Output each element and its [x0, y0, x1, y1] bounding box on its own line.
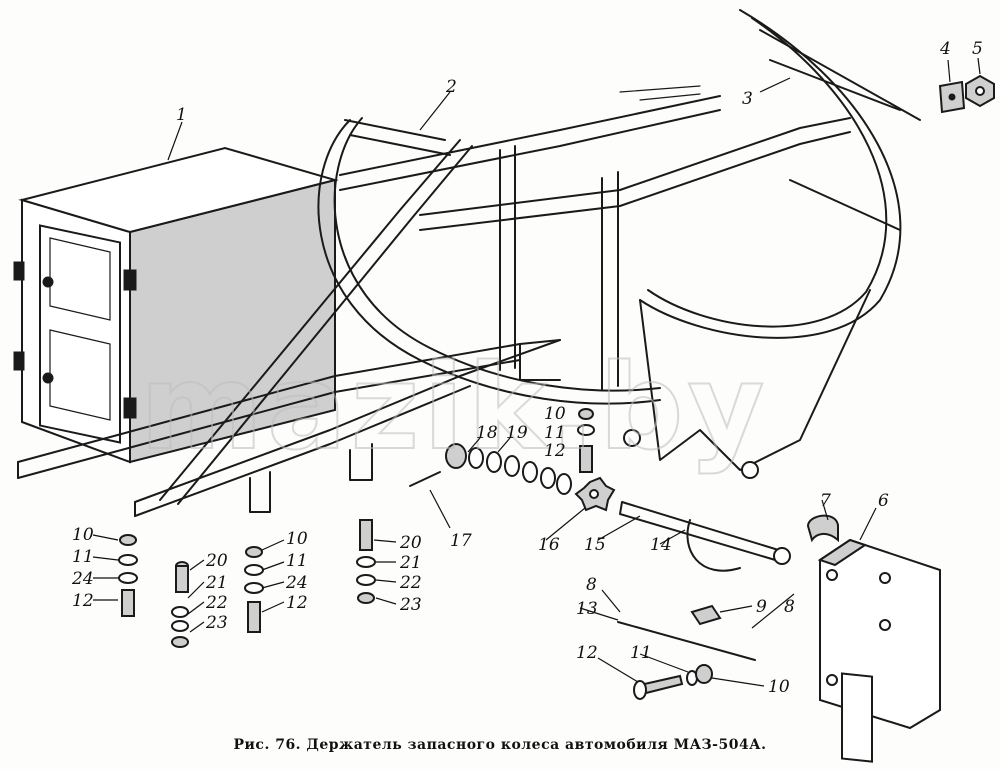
- callout-12-c: 12: [544, 441, 566, 461]
- callout-leaders: [92, 57, 981, 687]
- callout-11-a: 11: [72, 547, 94, 567]
- callout-18: 18: [476, 423, 498, 443]
- part-13-rod: [617, 621, 756, 661]
- callout-9: 9: [756, 597, 767, 617]
- bolt-stack-upper: [577, 408, 595, 473]
- part-5-nut: [965, 74, 995, 108]
- callout-4: 4: [939, 39, 951, 59]
- callout-12-b: 12: [286, 593, 308, 613]
- callout-20-b: 20: [399, 533, 422, 553]
- callout-14: 14: [650, 535, 672, 555]
- watermark: mazik.by: [140, 338, 768, 476]
- callout-19: 19: [506, 423, 528, 443]
- callout-10-c: 10: [544, 404, 566, 424]
- callout-21-b: 21: [399, 553, 422, 573]
- callout-12-d: 12: [576, 643, 598, 663]
- callout-6: 6: [878, 491, 889, 511]
- callout-labels: 1 2 3 4 5 6 7 8 8 9 10 10 10 10 10 11 11…: [71, 39, 983, 697]
- part-12-bolt-long: [633, 664, 713, 700]
- bolt-stack-middle: [244, 546, 264, 633]
- part-4-plate: [938, 80, 966, 114]
- callout-13: 13: [576, 599, 598, 619]
- figure-caption: Рис. 76. Держатель запасного колеса авто…: [233, 737, 767, 753]
- callout-1: 1: [176, 105, 187, 125]
- callout-10-d: 10: [768, 677, 790, 697]
- bolt-stack-right: [356, 519, 376, 604]
- part-2-carrier-ring: [317, 117, 661, 405]
- callout-23-a: 23: [205, 613, 228, 633]
- callout-24-b: 24: [285, 573, 308, 593]
- callout-24-a: 24: [71, 569, 94, 589]
- part-17-cotter-pin: [409, 471, 441, 487]
- callout-7: 7: [820, 491, 831, 511]
- part-15-shaft: [619, 501, 791, 572]
- callout-16: 16: [538, 535, 560, 555]
- holder-frame: [17, 85, 851, 517]
- callout-17: 17: [450, 531, 472, 551]
- callout-11-b: 11: [286, 551, 308, 571]
- part-18-19-washers: [445, 443, 572, 495]
- part-1-tool-box: [13, 146, 339, 464]
- callout-22-b: 22: [399, 573, 422, 593]
- callout-20-a: 20: [205, 551, 228, 571]
- callout-8-b: 8: [784, 597, 795, 617]
- part-6-bracket: [817, 538, 941, 763]
- callout-11-c: 11: [544, 423, 566, 443]
- callout-3: 3: [742, 89, 753, 109]
- callout-21-a: 21: [205, 573, 228, 593]
- part-9-latch: [690, 604, 722, 626]
- callout-15: 15: [584, 535, 606, 555]
- callout-5: 5: [972, 39, 983, 59]
- callout-12-a: 12: [72, 591, 94, 611]
- callout-23-b: 23: [399, 595, 422, 615]
- part-3-clamp-ring: [623, 9, 921, 479]
- callout-10-a: 10: [72, 525, 94, 545]
- callout-2: 2: [445, 77, 457, 97]
- callout-10-b: 10: [286, 529, 308, 549]
- callout-11-d: 11: [630, 643, 652, 663]
- callout-8-a: 8: [586, 575, 597, 595]
- bolt-stack-left: [118, 534, 189, 648]
- callout-22-a: 22: [205, 593, 228, 613]
- part-7-clip: [806, 514, 839, 543]
- part-16-star-nut: [574, 476, 616, 512]
